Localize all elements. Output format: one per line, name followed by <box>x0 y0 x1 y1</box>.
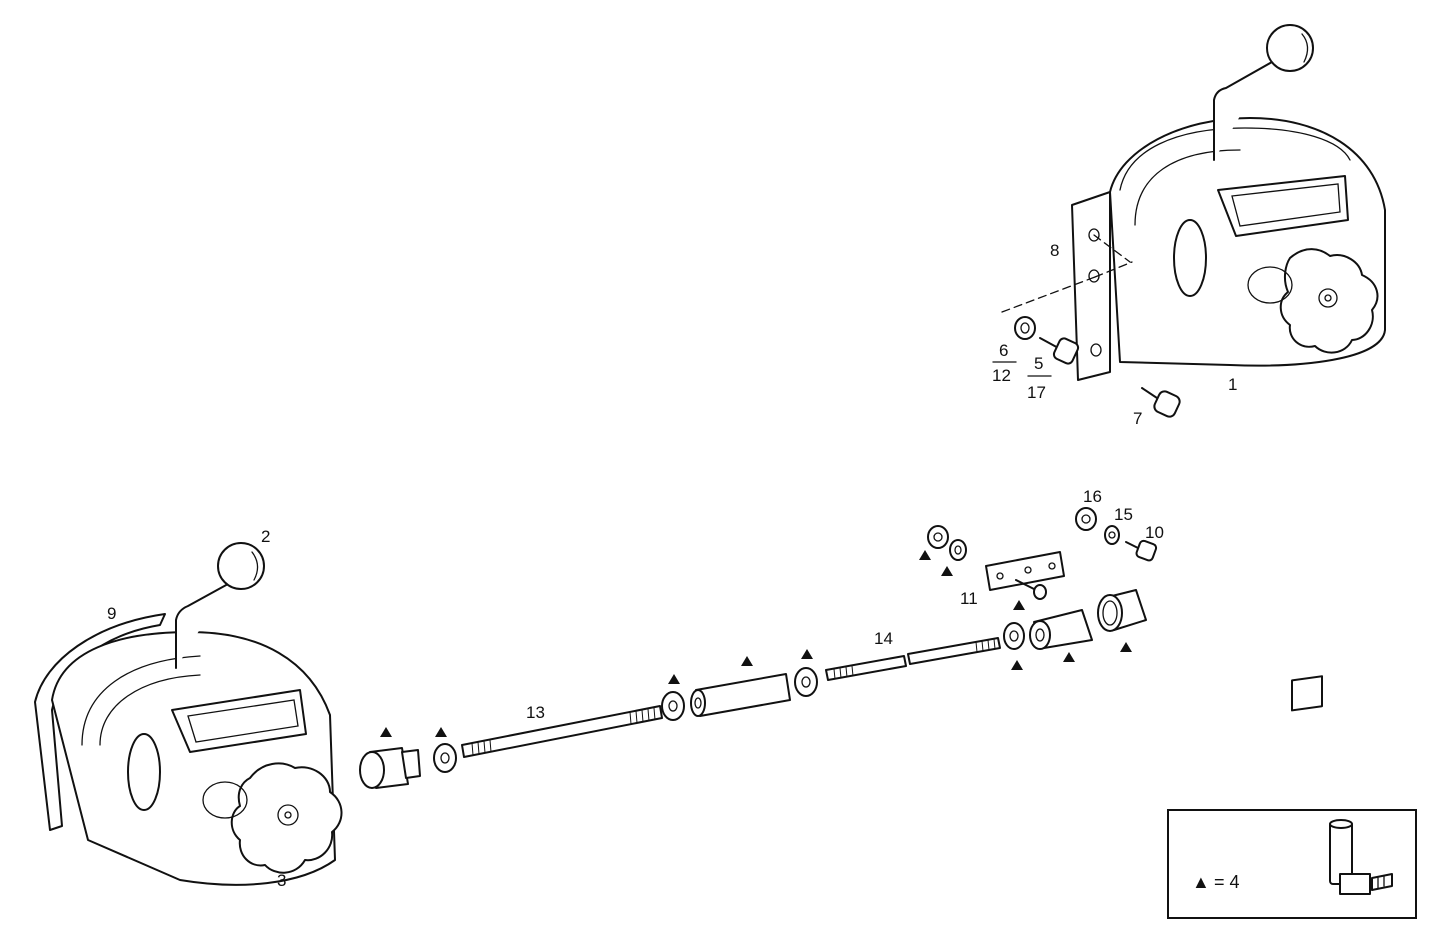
end-sleeve <box>1097 589 1147 632</box>
washer <box>1014 316 1036 340</box>
label-part-9: 9 <box>107 604 116 623</box>
triangle-marker <box>919 550 931 560</box>
threaded-rod-14 <box>825 637 1001 681</box>
threaded-rod-13 <box>461 705 663 758</box>
triangle-marker <box>1063 652 1075 662</box>
control-unit-lower <box>34 542 343 886</box>
lever-knob <box>1266 24 1314 72</box>
label-part-15: 15 <box>1114 505 1133 524</box>
triangle-marker <box>941 566 953 576</box>
nut-16 <box>1075 507 1097 531</box>
grease-markers <box>380 550 1132 737</box>
triangle-marker <box>380 727 392 737</box>
nut-middle-right <box>794 667 818 697</box>
part-labels: 1 2 3 5 6 7 8 9 10 11 12 13 14 15 16 17 <box>107 241 1237 890</box>
triangle-marker <box>435 727 447 737</box>
nut-left <box>433 743 457 773</box>
label-part-3: 3 <box>277 871 286 890</box>
lever-knob-lower <box>217 542 265 590</box>
label-part-12: 12 <box>992 366 1011 385</box>
label-part-14: 14 <box>874 629 893 648</box>
nut-middle-left <box>661 691 685 721</box>
triangle-marker <box>1120 642 1132 652</box>
indicator-window <box>1217 175 1349 237</box>
label-part-8: 8 <box>1050 241 1059 260</box>
connector-piece <box>1029 609 1093 650</box>
coupling-sleeve <box>690 673 791 717</box>
legend-triangle-symbol: ▲ <box>1192 872 1210 892</box>
lever-arm-lower <box>175 583 229 669</box>
triangle-marker <box>1013 600 1025 610</box>
washer-15 <box>1104 525 1120 545</box>
triangle-marker <box>1011 660 1023 670</box>
small-hardware <box>927 507 1158 600</box>
label-part-13: 13 <box>526 703 545 722</box>
bolt-lower <box>1141 387 1181 418</box>
shaft-assembly <box>359 589 1147 789</box>
legend-box: ▲ = 4 <box>1167 675 1417 919</box>
legend-quantity-text: = 4 <box>1214 872 1240 892</box>
label-part-5: 5 <box>1034 354 1043 373</box>
triangle-marker <box>668 674 680 684</box>
mounting-bracket <box>1071 191 1111 381</box>
indicator-window-lower <box>171 689 307 753</box>
nut-right <box>1003 622 1025 650</box>
nut-small <box>927 525 949 549</box>
end-cap <box>359 747 421 789</box>
label-part-10: 10 <box>1145 523 1164 542</box>
label-part-16: 16 <box>1083 487 1102 506</box>
lubricant-package-icon <box>1291 675 1393 895</box>
washer-small <box>949 539 967 561</box>
triangle-marker <box>801 649 813 659</box>
label-part-1: 1 <box>1228 375 1237 394</box>
control-unit-upper <box>992 24 1386 418</box>
label-part-17: 17 <box>1027 383 1046 402</box>
screw-10 <box>1135 539 1158 562</box>
bolt-upper <box>1039 337 1080 365</box>
label-part-6: 6 <box>999 341 1008 360</box>
triangle-marker <box>741 656 753 666</box>
screw-small <box>1033 584 1047 600</box>
label-part-7: 7 <box>1133 409 1142 428</box>
label-part-11: 11 <box>960 589 978 608</box>
label-part-2: 2 <box>261 527 270 546</box>
lever-arm <box>1213 61 1273 161</box>
